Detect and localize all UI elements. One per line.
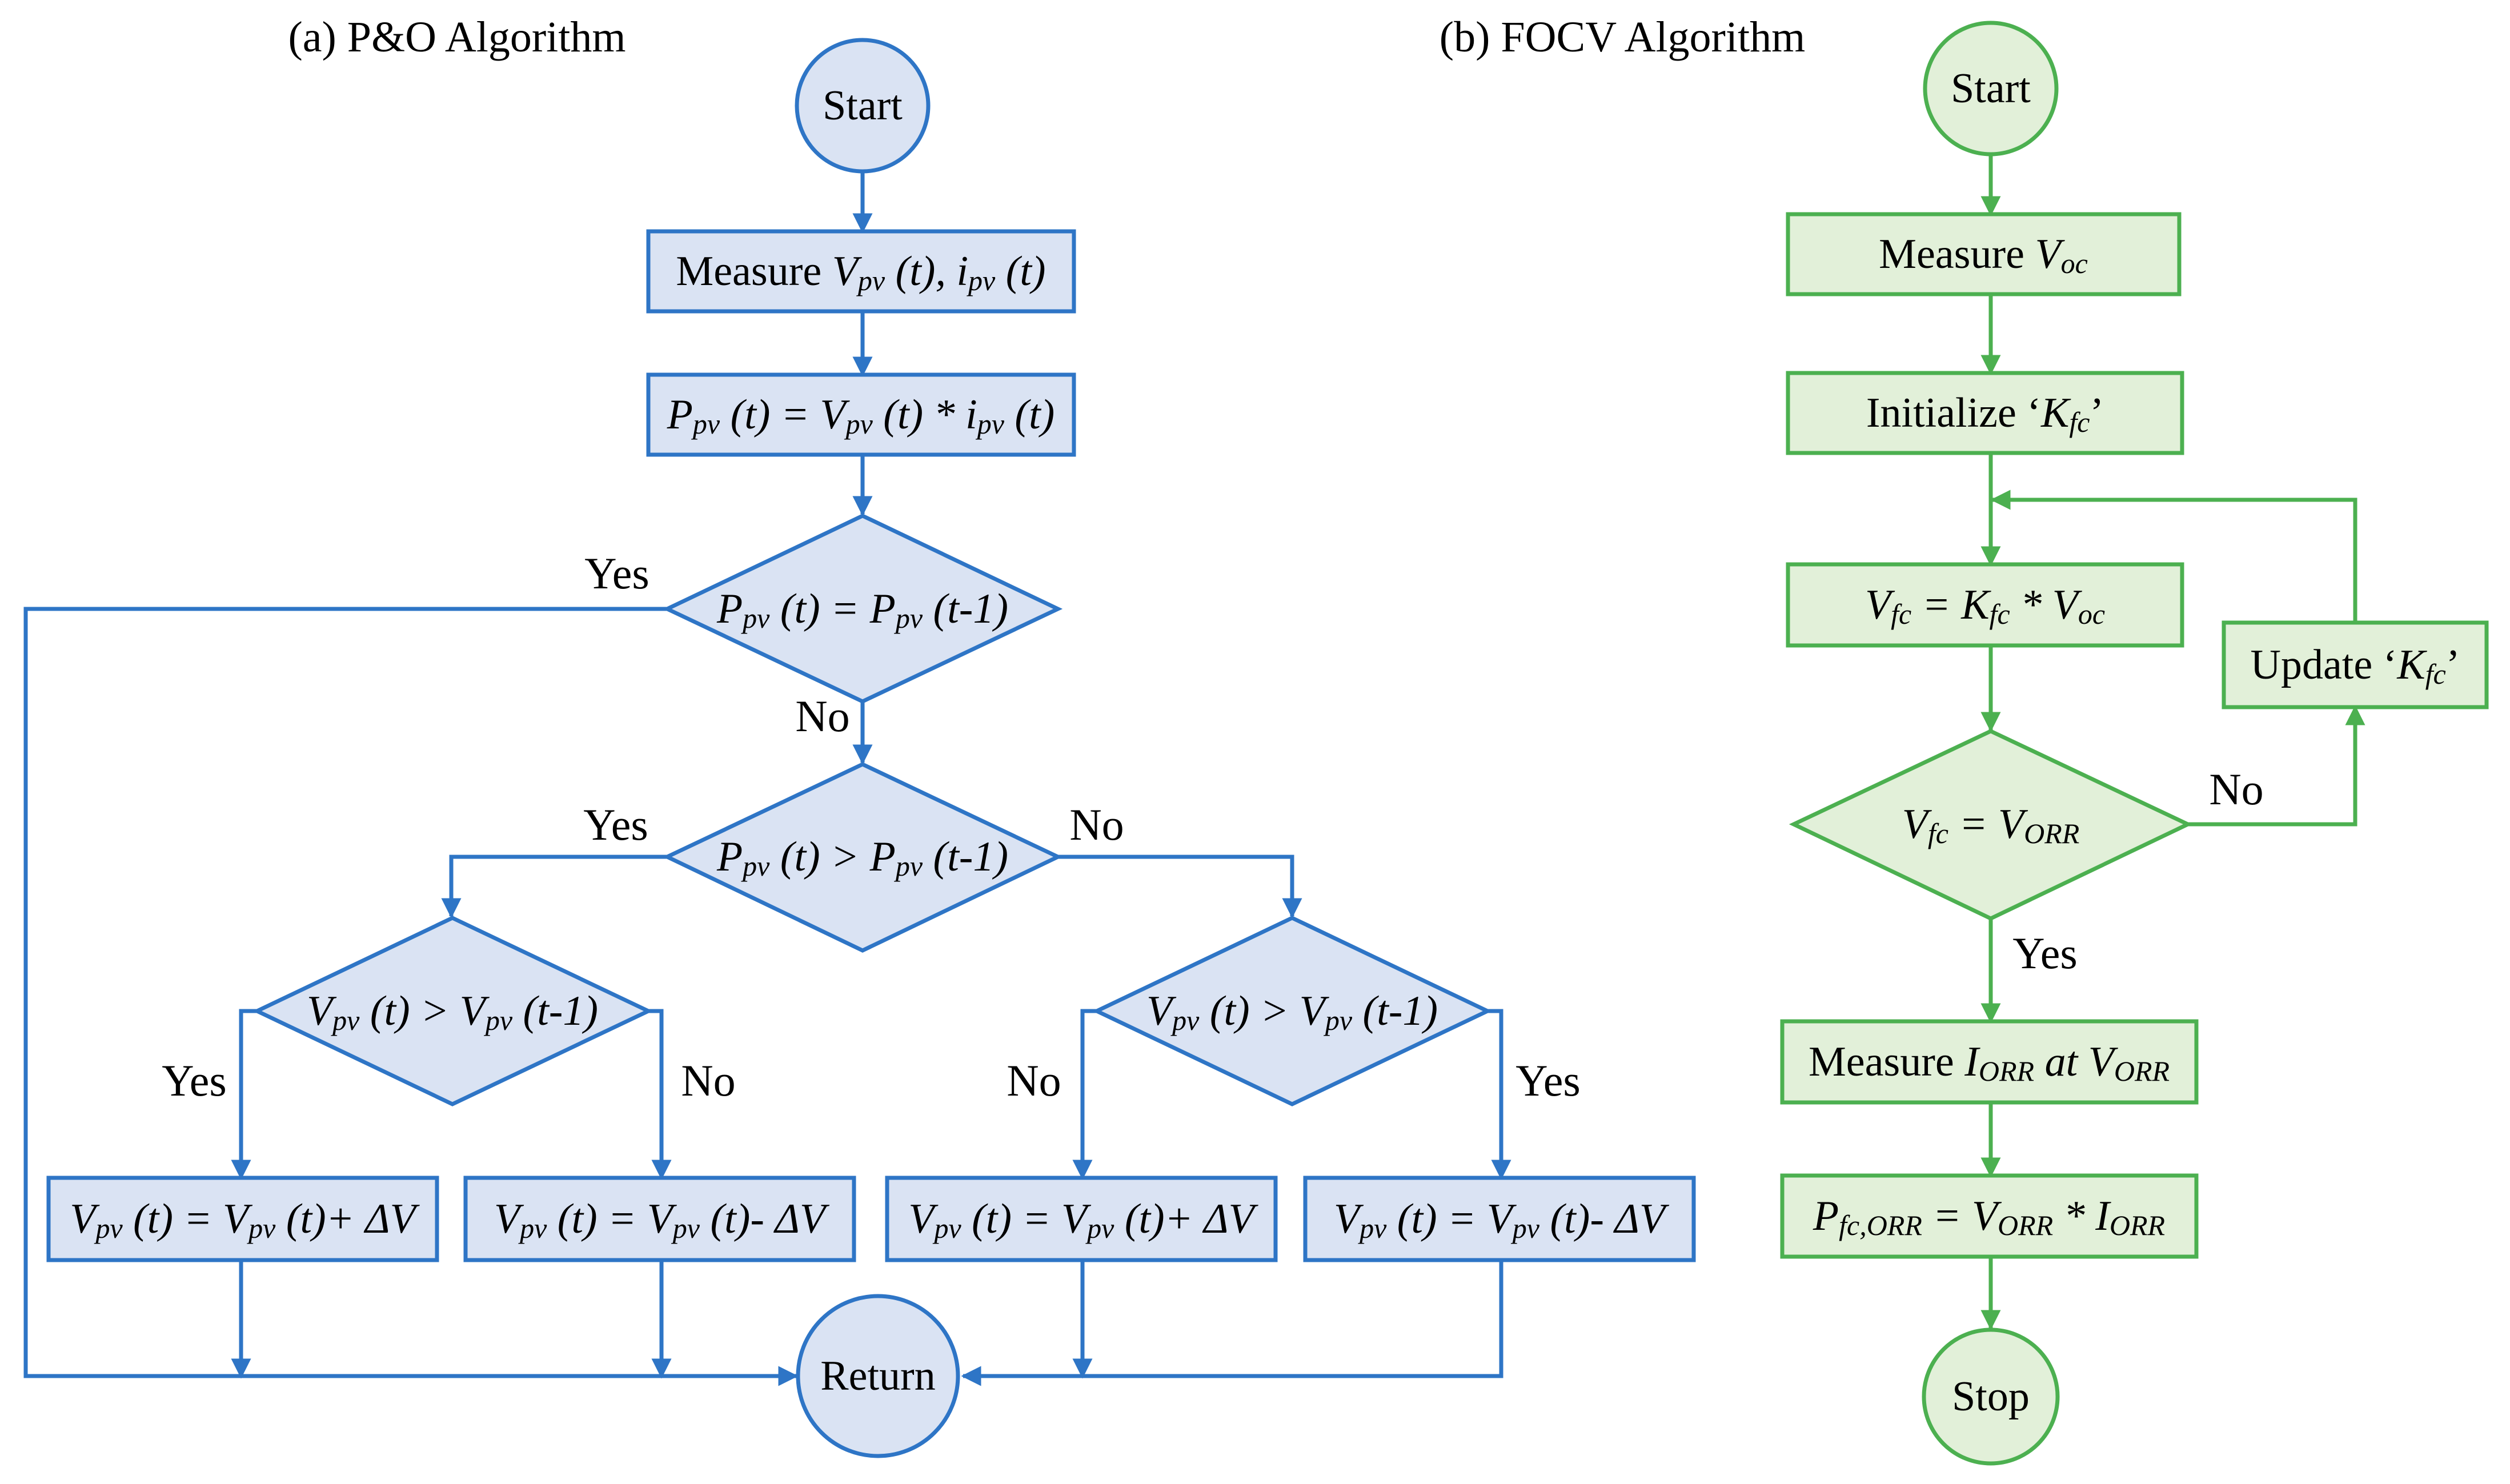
po-arrow-d3-no-dec bbox=[648, 1009, 672, 1180]
po-decision-equal: Ppv (t) = Ppv (t-1) bbox=[662, 514, 1063, 704]
po-return-label: Return bbox=[820, 1353, 935, 1399]
po-arrow-d4-yes-dec bbox=[1487, 1009, 1511, 1180]
po-action-decrease-2: Vpv (t) = Vpv (t)- ΔV bbox=[1303, 1176, 1696, 1262]
po-label-d2-yes: Yes bbox=[583, 800, 648, 849]
focv-decision-text: Vfc = VORR bbox=[1902, 801, 2080, 849]
po-label-d1-no: No bbox=[795, 691, 849, 741]
panel-po-title: (a) P&O Algorithm bbox=[288, 13, 626, 61]
po-decision-voltage-right: Vpv (t) > Vpv (t-1) bbox=[1092, 916, 1493, 1106]
panel-focv: (b) FOCV Algorithm Start Measure Voc In bbox=[1440, 13, 2489, 1466]
po-action-increase-2: Vpv (t) = Vpv (t)+ ΔV bbox=[885, 1176, 1278, 1262]
po-power-text: Ppv (t) = Vpv (t) * ipv (t) bbox=[667, 391, 1055, 440]
focv-measure-iorr-text: Measure IORR at VORR bbox=[1809, 1038, 2170, 1087]
focv-decision: Vfc = VORR bbox=[1789, 729, 2193, 921]
po-action-decrease-2-text: Vpv (t) = Vpv (t)- ΔV bbox=[1334, 1196, 1670, 1244]
po-decision-equal-text: Ppv (t) = Ppv (t-1) bbox=[716, 585, 1008, 634]
po-action-decrease-1-text: Vpv (t) = Vpv (t)- ΔV bbox=[494, 1196, 830, 1244]
po-label-d4-no: No bbox=[1007, 1056, 1061, 1105]
po-start-node: Start bbox=[795, 38, 931, 174]
po-label-d2-no: No bbox=[1069, 800, 1124, 849]
focv-update-k-box: Update ‘Kfc’ bbox=[2222, 620, 2489, 709]
po-return-node: Return bbox=[796, 1294, 960, 1458]
focv-init-k-box: Initialize ‘Kfc’ bbox=[1786, 371, 2184, 455]
focv-connectors bbox=[1980, 153, 2365, 1330]
focv-update-k-text: Update ‘Kfc’ bbox=[2251, 641, 2460, 690]
focv-pfc-box: Pfc,ORR = VORR * IORR bbox=[1780, 1173, 2199, 1259]
focv-pfc-text: Pfc,ORR = VORR * IORR bbox=[1813, 1193, 2165, 1241]
focv-measure-iorr-box: Measure IORR at VORR bbox=[1780, 1019, 2199, 1105]
po-decision-power-greater: Ppv (t) > Ppv (t-1) bbox=[662, 762, 1063, 953]
po-start-label: Start bbox=[823, 82, 903, 129]
po-arrow-dec2-return bbox=[961, 1260, 1503, 1386]
focv-measure-voc-text: Measure Voc bbox=[1879, 231, 2088, 279]
focv-start-label: Start bbox=[1951, 65, 2031, 112]
po-arrow-d2-yes-d3 bbox=[441, 855, 667, 919]
po-action-decrease-1: Vpv (t) = Vpv (t)- ΔV bbox=[463, 1176, 856, 1262]
po-decision-voltage-left: Vpv (t) > Vpv (t-1) bbox=[252, 916, 653, 1106]
focv-vfc-text: Vfc = Kfc * Voc bbox=[1865, 581, 2105, 630]
po-action-increase-2-text: Vpv (t) = Vpv (t)+ ΔV bbox=[908, 1196, 1258, 1244]
po-action-increase-1-text: Vpv (t) = Vpv (t)+ ΔV bbox=[70, 1196, 420, 1244]
po-label-d4-yes: Yes bbox=[1515, 1056, 1581, 1105]
po-label-d1-yes: Yes bbox=[584, 548, 649, 598]
po-decision-voltage-right-text: Vpv (t) > Vpv (t-1) bbox=[1146, 988, 1438, 1036]
po-label-d3-no: No bbox=[681, 1056, 735, 1105]
focv-label-no: No bbox=[2209, 764, 2263, 814]
focv-label-yes: Yes bbox=[2012, 928, 2078, 978]
po-power-box: Ppv (t) = Vpv (t) * ipv (t) bbox=[646, 372, 1076, 457]
po-decision-power-greater-text: Ppv (t) > Ppv (t-1) bbox=[716, 833, 1008, 882]
focv-measure-voc-box: Measure Voc bbox=[1786, 212, 2182, 296]
po-label-d3-yes: Yes bbox=[162, 1056, 227, 1105]
po-arrow-d2-no-d4 bbox=[1058, 855, 1302, 919]
focv-stop-node: Stop bbox=[1922, 1327, 2060, 1466]
po-measure-text: Measure Vpv (t), ipv (t) bbox=[676, 248, 1045, 296]
focv-stop-label: Stop bbox=[1952, 1373, 2030, 1420]
panel-focv-title: (b) FOCV Algorithm bbox=[1440, 13, 1805, 61]
po-measure-box: Measure Vpv (t), ipv (t) bbox=[646, 229, 1076, 314]
po-arrow-d4-no-inc bbox=[1072, 1009, 1097, 1180]
po-arrow-d1-yes-return bbox=[23, 607, 799, 1386]
focv-arrow-update-loop bbox=[1990, 490, 2357, 623]
po-decision-voltage-left-text: Vpv (t) > Vpv (t-1) bbox=[307, 988, 598, 1036]
panel-po: (a) P&O Algorithm Start bbox=[23, 13, 1696, 1458]
focv-arrow-decision-no-update bbox=[2188, 705, 2365, 827]
po-arrow-d3-yes-inc bbox=[231, 1009, 257, 1180]
focv-start-node: Start bbox=[1923, 21, 2059, 157]
focv-vfc-box: Vfc = Kfc * Voc bbox=[1786, 562, 2184, 648]
po-action-increase-1: Vpv (t) = Vpv (t)+ ΔV bbox=[46, 1176, 439, 1262]
focv-init-k-text: Initialize ‘Kfc’ bbox=[1866, 390, 2104, 438]
